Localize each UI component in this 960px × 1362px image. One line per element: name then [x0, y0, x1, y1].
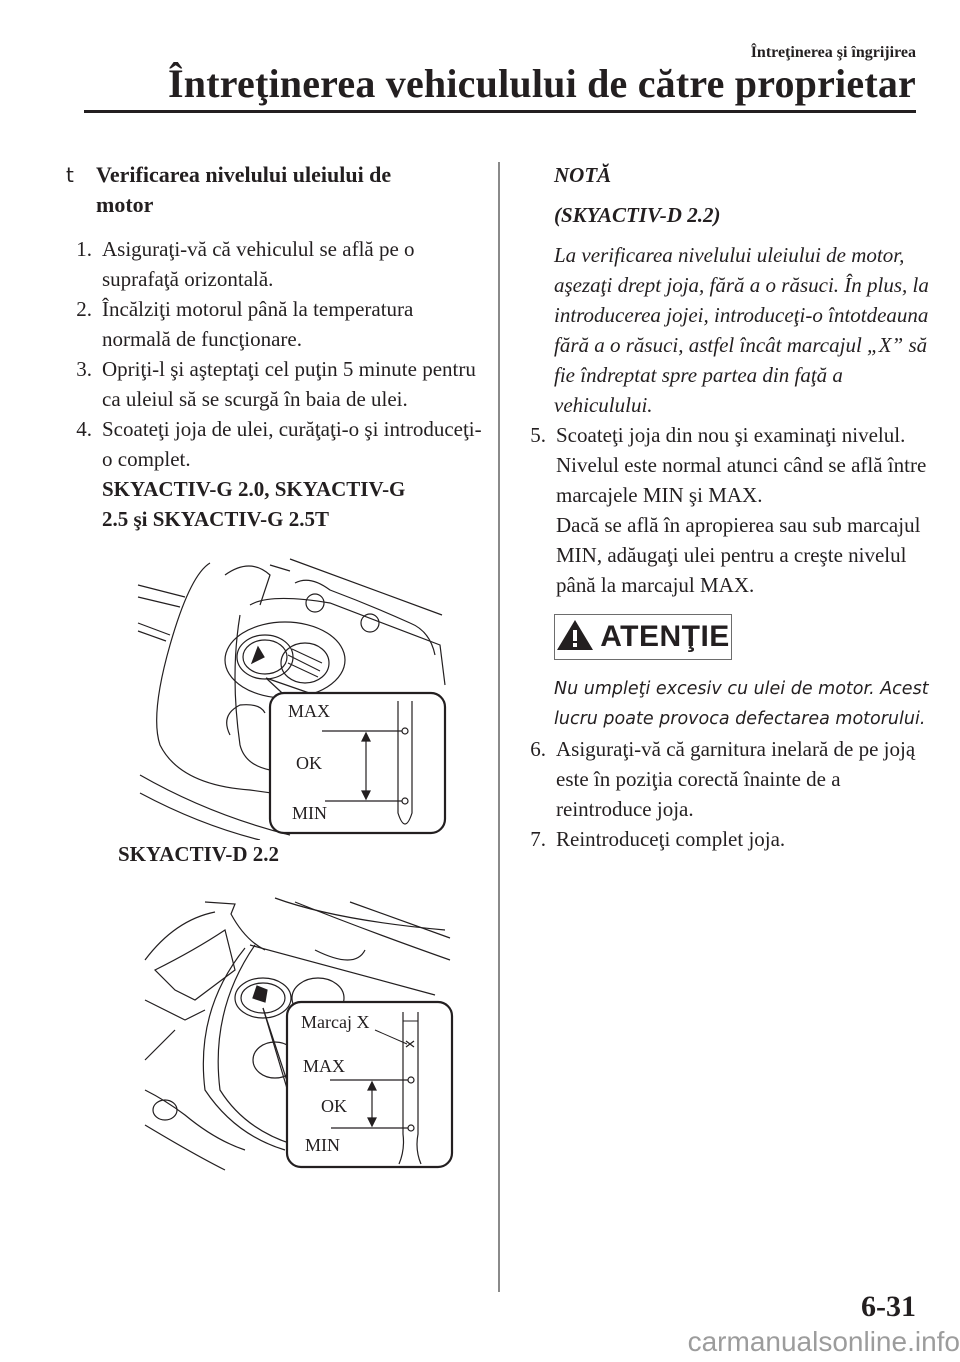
figure2-caption: SKYACTIV-D 2.2	[118, 842, 280, 866]
step-text: Asiguraţi-vă că vehiculul se află pe o s…	[102, 237, 415, 291]
section-bullet-icon: t	[66, 163, 74, 187]
header-rule	[84, 110, 916, 113]
step-text: Opriţi-l şi aşteptaţi cel puţin 5 minute…	[102, 357, 476, 411]
step-6: 6. Asiguraţi-vă că garnitura inelară de …	[520, 734, 930, 824]
label-mark-x: Marcaj X	[301, 1012, 370, 1032]
step-number: 3.	[76, 357, 92, 381]
caution-text: Nu umpleţi excesiv cu ulei de motor. Ace…	[554, 679, 929, 729]
step-text: Scoateţi joja de ulei, curăţaţi-o şi int…	[102, 417, 482, 471]
note-title: NOTĂ	[554, 163, 612, 187]
step-text: Asiguraţi-vă că garnitura inelară de pe …	[556, 737, 916, 821]
label-max: MAX	[288, 701, 331, 721]
dipstick-illustration-gasoline: MAX OK MIN	[130, 545, 460, 840]
label-ok: OK	[321, 1096, 347, 1116]
dipstick-illustration-diesel: Marcaj X MAX OK MIN	[135, 890, 460, 1180]
label-min: MIN	[292, 803, 327, 823]
step-text: Reintroduceţi complet joja.	[556, 827, 786, 851]
section-heading: t Verificarea nivelului uleiului de moto…	[66, 160, 486, 220]
step-number: 1.	[76, 237, 92, 261]
step-7: 7. Reintroduceţi complet joja.	[520, 824, 930, 854]
step-number: 4.	[76, 417, 92, 441]
chapter-title: Întreţinerea şi îngrijirea	[750, 44, 916, 61]
step-number: 5.	[530, 423, 546, 447]
step-text-para2: Nivelul este normal atunci când se află …	[556, 453, 927, 507]
step-text: Încălziţi motorul până la temperatura no…	[102, 297, 414, 351]
section-title-line1: Verificarea nivelului uleiului de	[96, 162, 392, 187]
engine-variant-label-cont: 2.5 şi SKYACTIV-G 2.5T	[102, 507, 329, 531]
step-4: 4. Scoateţi joja de ulei, curăţaţi-o şi …	[66, 414, 486, 534]
step-2: 2. Încălziţi motorul până la temperatura…	[66, 294, 486, 354]
note-block: NOTĂ (SKYACTIV-D 2.2) La verificarea niv…	[554, 160, 930, 420]
note-subtitle: (SKYACTIV-D 2.2)	[554, 203, 721, 227]
column-divider	[498, 162, 500, 1292]
caution-header: ATENŢIE	[554, 614, 732, 660]
page-title: Întreţinerea vehiculului de către propri…	[168, 61, 916, 106]
note-text: La verificarea nivelului uleiului de mot…	[554, 243, 929, 417]
right-column: NOTĂ (SKYACTIV-D 2.2) La verificarea niv…	[520, 160, 930, 854]
left-column: t Verificarea nivelului uleiului de moto…	[66, 160, 486, 534]
step-text-para3: Dacă se află în apropierea sau sub marca…	[556, 513, 921, 597]
section-title-line2: motor	[96, 192, 154, 217]
label-min: MIN	[305, 1135, 340, 1155]
warning-triangle-icon	[556, 619, 594, 656]
step-number: 2.	[76, 297, 92, 321]
step-1: 1. Asiguraţi-vă că vehiculul se află pe …	[66, 234, 486, 294]
watermark: carmanualsonline.info	[687, 1326, 960, 1357]
step-number: 7.	[530, 827, 546, 851]
step-text: Scoateţi joja din nou şi examinaţi nivel…	[556, 423, 906, 447]
page-number: 6-31	[861, 1290, 916, 1323]
label-max: MAX	[303, 1056, 346, 1076]
step-number: 6.	[530, 737, 546, 761]
step-3: 3. Opriţi-l şi aşteptaţi cel puţin 5 min…	[66, 354, 486, 414]
engine-variant-label: SKYACTIV-G 2.0, SKYACTIV-G	[102, 477, 406, 501]
step-5: 5. Scoateţi joja din nou şi examinaţi ni…	[520, 420, 930, 600]
label-ok: OK	[296, 753, 322, 773]
caution-label: ATENŢIE	[600, 620, 730, 653]
